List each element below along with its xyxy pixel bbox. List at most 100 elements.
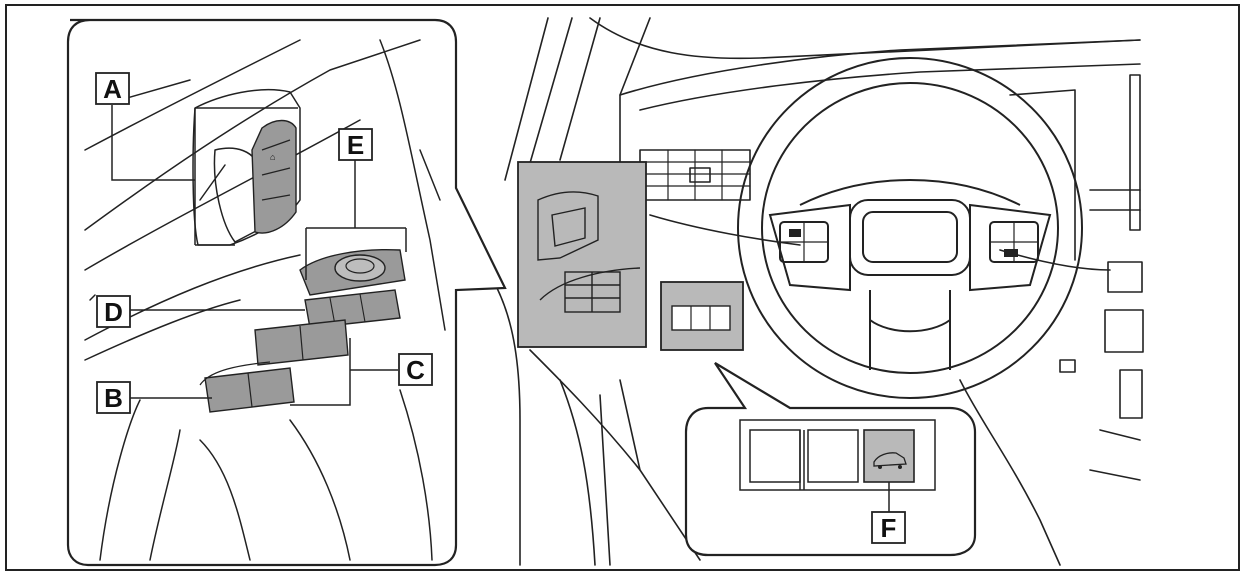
label-c-text: C <box>406 355 425 385</box>
switch-panel-edge <box>199 361 271 386</box>
dash-switch-dividers <box>690 306 711 330</box>
label-b: B <box>96 381 131 414</box>
console-lines <box>1089 429 1141 481</box>
vehicle-icon <box>873 452 907 467</box>
dash-top-edge-2 <box>639 63 1141 111</box>
dash-switch-left <box>749 429 801 483</box>
dash-switch-highlighted <box>863 429 915 483</box>
right-wheel-button-icon <box>1004 249 1018 257</box>
label-a-text: A <box>103 74 122 104</box>
door-switch-highlight <box>517 161 647 348</box>
dash-upper-curve <box>589 17 1141 60</box>
door-pocket <box>559 379 596 566</box>
lock-switch-dividers <box>261 139 291 201</box>
console-edge <box>959 379 1061 566</box>
armrest-curve <box>539 267 641 301</box>
label-d-text: D <box>104 297 123 327</box>
dash-switch-gap <box>799 430 805 490</box>
door-handle-inner <box>551 207 586 247</box>
vehicle-icon-wheel-2 <box>898 465 902 469</box>
label-b-box <box>96 381 131 414</box>
door-line-14 <box>199 164 226 201</box>
lock-switch-body <box>251 119 297 234</box>
label-c-box <box>398 353 433 386</box>
door-line-15 <box>89 294 96 301</box>
wheel-spoke-top <box>799 178 1021 206</box>
door-handle-lever <box>213 147 261 243</box>
label-c: C <box>398 353 433 386</box>
door-pocket-2 <box>599 394 611 566</box>
dash-switch-panel <box>671 305 731 331</box>
right-vent-2 <box>1104 309 1144 353</box>
vent-knob <box>689 167 711 183</box>
right-vent-3 <box>1119 369 1143 419</box>
door-armrest <box>529 349 701 561</box>
leader-c <box>290 338 398 406</box>
door-callout: ⌂ <box>66 18 507 567</box>
door-line-12 <box>399 389 433 561</box>
wheel-hub <box>849 199 971 276</box>
screen-lines <box>1089 189 1141 211</box>
steering-wheel <box>737 57 1083 399</box>
dash-switch-callout <box>684 362 977 557</box>
leader-a <box>111 105 195 181</box>
label-d-box <box>96 295 131 328</box>
door-seam <box>619 379 641 471</box>
door-line-5 <box>84 299 241 361</box>
dash-switch-highlight <box>660 281 744 351</box>
mirror-knob-inner <box>345 258 375 274</box>
left-wheel-button-lines <box>780 222 828 262</box>
wheel-rim-inner <box>761 82 1059 374</box>
rear-window-divider <box>247 372 253 408</box>
dash-top-edge <box>619 39 1141 96</box>
door-callout-bubble <box>66 18 507 567</box>
door-line-8 <box>99 399 141 561</box>
label-a: A <box>95 72 130 105</box>
label-f-text: F <box>881 513 897 543</box>
label-f-box <box>871 511 906 544</box>
window-switch-panel <box>199 289 401 413</box>
door-handle-shape <box>537 191 599 261</box>
label-d: D <box>96 295 131 328</box>
center-screen-edge <box>1129 74 1141 231</box>
wheel-hub-emblem <box>862 211 958 263</box>
wheel-lower-spoke <box>869 290 951 370</box>
label-e-text: E <box>347 130 364 160</box>
small-switch <box>1059 359 1076 373</box>
door-lock-switch: ⌂ <box>251 119 297 234</box>
window-lock-switch <box>304 289 401 329</box>
door-line-10 <box>199 439 251 561</box>
label-b-text: B <box>104 383 123 413</box>
label-e: E <box>338 128 373 161</box>
right-vent <box>1107 261 1143 293</box>
door-highlight-box <box>517 161 647 348</box>
label-f: F <box>871 511 906 544</box>
door-line-1 <box>84 39 301 151</box>
door-line-13 <box>119 79 191 101</box>
mirror-control <box>299 248 406 296</box>
mirror-knob <box>334 254 386 282</box>
info-screen-edge <box>1009 89 1076 261</box>
front-window-divider <box>299 325 304 361</box>
label-a-box <box>95 72 130 105</box>
vehicle-icon-wheel <box>878 465 882 469</box>
label-e-box <box>338 128 373 161</box>
door-line-6 <box>379 39 446 331</box>
door-line-9 <box>149 429 181 561</box>
bracket-e <box>305 227 407 280</box>
dashboard-scene <box>479 17 1144 566</box>
door-line-3 <box>84 119 361 271</box>
dash-lower-line <box>649 214 801 246</box>
vent-slats <box>639 149 751 201</box>
wheel-rim-outer <box>737 57 1083 399</box>
bracket-a <box>194 107 298 246</box>
door-line-7 <box>419 149 441 201</box>
a-pillar-line-3 <box>559 17 601 161</box>
dash-switch-bezel <box>739 419 936 491</box>
door-line-2 <box>84 39 421 231</box>
a-pillar-line-2 <box>527 17 573 171</box>
dash-switch-middle <box>807 429 859 483</box>
window-switch-lines <box>565 272 620 312</box>
